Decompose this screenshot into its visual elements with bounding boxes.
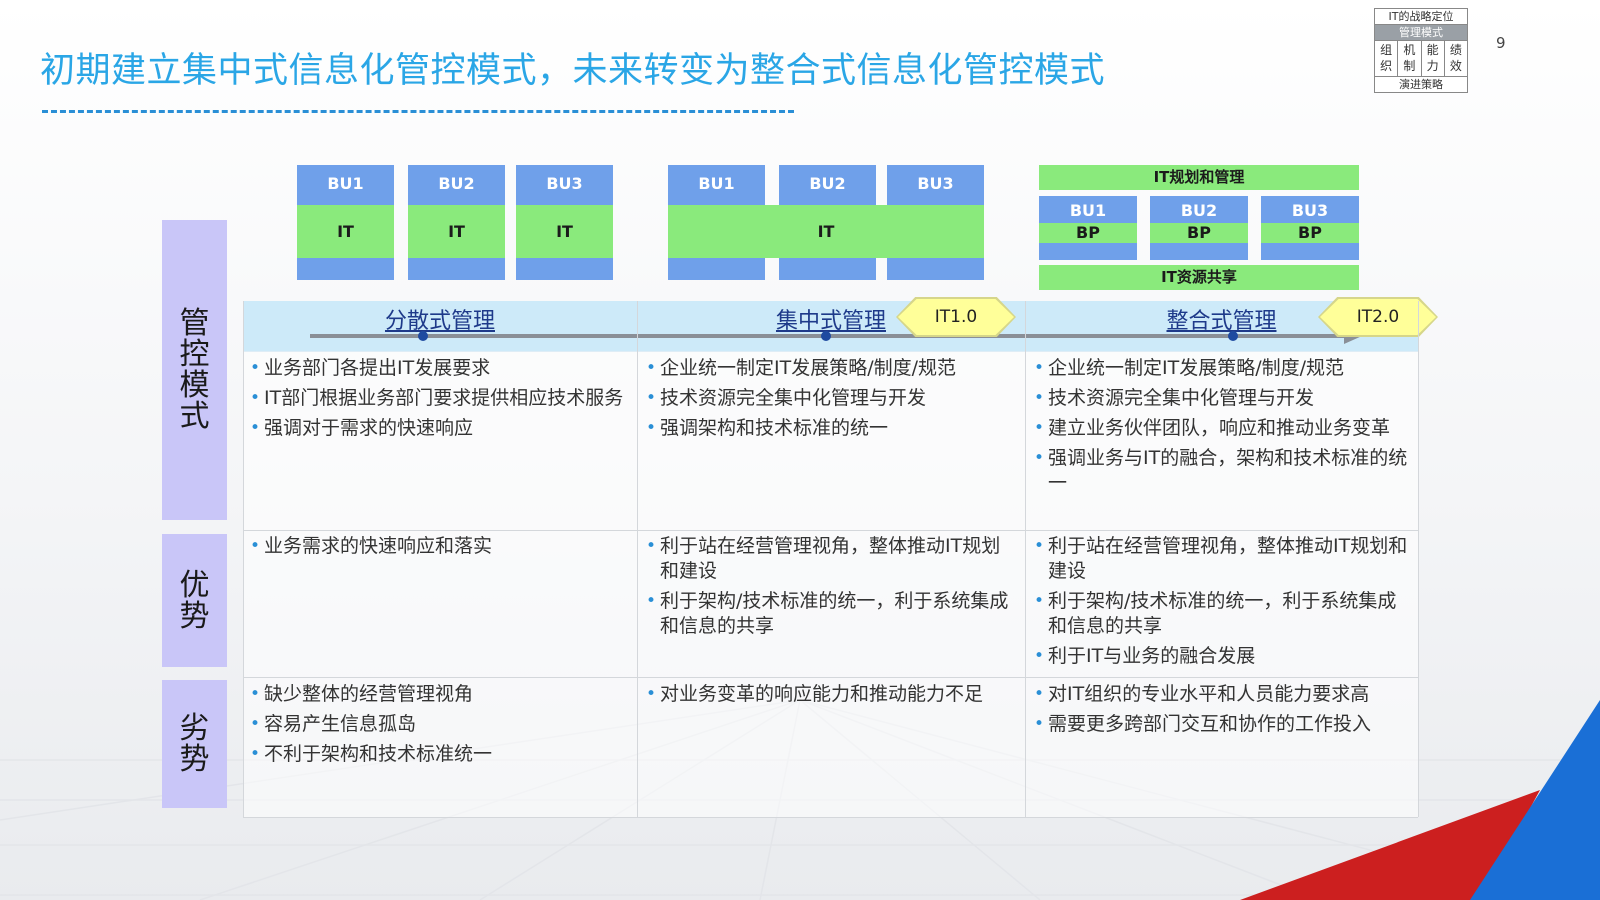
row-label-advantages: 优势 xyxy=(162,534,227,667)
it-resource-sharing-bar: IT资源共享 xyxy=(1039,265,1359,290)
list-item: 利于架构/技术标准的统一，利于系统集成和信息的共享 xyxy=(646,589,1016,639)
cell-disadvantage-centralized: 对业务变革的响应能力和推动能力不足 xyxy=(646,682,1016,712)
list-item: 需要更多跨部门交互和协作的工作投入 xyxy=(1034,712,1414,737)
integrated-bu1-block: BU1 BP xyxy=(1039,196,1137,260)
badge-it1: IT1.0 xyxy=(898,299,1014,335)
row-label-disadvantages: 劣势 xyxy=(162,680,227,808)
bu-label: BU2 xyxy=(438,174,475,193)
bu-label: BU3 xyxy=(917,174,954,193)
cell-disadvantage-integrated: 对IT组织的专业水平和人员能力要求高 需要更多跨部门交互和协作的工作投入 xyxy=(1034,682,1414,742)
list-item: 利于站在经营管理视角，整体推动IT规划和建设 xyxy=(646,534,1016,584)
list-item: 强调业务与IT的融合，架构和技术标准的统一 xyxy=(1034,446,1409,496)
cell-advantage-centralized: 利于站在经营管理视角，整体推动IT规划和建设 利于架构/技术标准的统一，利于系统… xyxy=(646,534,1016,644)
it-planning-bar: IT规划和管理 xyxy=(1039,165,1359,190)
timeline-dot xyxy=(418,331,428,341)
cell-disadvantage-distributed: 缺少整体的经营管理视角 容易产生信息孤岛 不利于架构和技术标准统一 xyxy=(250,682,625,772)
mini-nav-columns: 组织 机制 能力 绩效 xyxy=(1375,41,1467,77)
mini-nav-selected[interactable]: 管理模式 xyxy=(1375,25,1467,41)
mini-nav-col-capability[interactable]: 能力 xyxy=(1422,41,1445,76)
it-label: IT xyxy=(297,205,394,258)
list-item: IT部门根据业务部门要求提供相应技术服务 xyxy=(250,386,625,411)
mini-navigation[interactable]: IT的战略定位 管理模式 组织 机制 能力 绩效 演进策略 xyxy=(1374,8,1468,93)
blue-accent-shape xyxy=(1470,700,1600,900)
bp-label: BP xyxy=(1150,223,1248,243)
cell-control-distributed: 业务部门各提出IT发展要求 IT部门根据业务部门要求提供相应技术服务 强调对于需… xyxy=(250,356,625,446)
column-divider xyxy=(637,301,638,817)
bu-label: BU2 xyxy=(809,174,846,193)
bu-label: BU3 xyxy=(1291,201,1329,220)
list-item: 不利于架构和技术标准统一 xyxy=(250,742,625,767)
list-item: 容易产生信息孤岛 xyxy=(250,712,625,737)
cell-control-centralized: 企业统一制定IT发展策略/制度/规范 技术资源完全集中化管理与开发 强调架构和技… xyxy=(646,356,1016,446)
row-label-control-mode: 管控模式 xyxy=(162,220,227,520)
row-label-text: 劣势 xyxy=(179,711,210,777)
list-item: 缺少整体的经营管理视角 xyxy=(250,682,625,707)
bu-label: BU1 xyxy=(327,174,364,193)
row-label-text: 管控模式 xyxy=(179,306,210,434)
mini-nav-foot[interactable]: 演进策略 xyxy=(1399,78,1443,91)
column-divider xyxy=(243,301,244,817)
row-divider xyxy=(243,817,1418,818)
list-item: 强调架构和技术标准的统一 xyxy=(646,416,1016,441)
mini-nav-col-mechanism[interactable]: 机制 xyxy=(1398,41,1422,76)
distributed-bu1-block: BU1 IT xyxy=(297,165,394,280)
list-item: 建立业务伙伴团队，响应和推动业务变革 xyxy=(1034,416,1409,441)
cell-advantage-integrated: 利于站在经营管理视角，整体推动IT规划和建设 利于架构/技术标准的统一，利于系统… xyxy=(1034,534,1409,674)
timeline-dot xyxy=(1228,331,1238,341)
timeline-dot xyxy=(821,331,831,341)
it-label: IT xyxy=(408,205,505,258)
centralized-it-band: IT xyxy=(668,205,984,258)
mini-nav-head[interactable]: IT的战略定位 xyxy=(1375,9,1467,25)
page-number: 9 xyxy=(1496,34,1506,52)
column-divider xyxy=(1025,301,1026,817)
list-item: 技术资源完全集中化管理与开发 xyxy=(646,386,1016,411)
list-item: 对IT组织的专业水平和人员能力要求高 xyxy=(1034,682,1414,707)
column-header-distributed: 分散式管理 xyxy=(384,309,495,334)
mini-nav-col-performance[interactable]: 绩效 xyxy=(1449,43,1462,73)
row-divider xyxy=(243,677,1418,678)
list-item: 利于IT与业务的融合发展 xyxy=(1034,644,1409,669)
page-title: 初期建立集中式信息化管控模式，未来转变为整合式信息化管控模式 xyxy=(40,51,1106,91)
integrated-bu2-block: BU2 BP xyxy=(1150,196,1248,260)
column-divider xyxy=(1418,301,1419,817)
cell-advantage-distributed: 业务需求的快速响应和落实 xyxy=(250,534,625,564)
list-item: 技术资源完全集中化管理与开发 xyxy=(1034,386,1409,411)
cell-control-integrated: 企业统一制定IT发展策略/制度/规范 技术资源完全集中化管理与开发 建立业务伙伴… xyxy=(1034,356,1409,501)
badge-it2: IT2.0 xyxy=(1320,299,1436,335)
column-header-integrated: 整合式管理 xyxy=(1166,309,1277,334)
list-item: 业务部门各提出IT发展要求 xyxy=(250,356,625,381)
bu-label: BU1 xyxy=(698,174,735,193)
list-item: 强调对于需求的快速响应 xyxy=(250,416,625,441)
integrated-bu3-block: BU3 BP xyxy=(1261,196,1359,260)
row-label-text: 优势 xyxy=(179,567,210,634)
bp-label: BP xyxy=(1039,223,1137,243)
title-underline xyxy=(42,110,794,113)
column-header-band xyxy=(243,301,1418,352)
bu-label: BU1 xyxy=(1069,201,1107,220)
bu-label: BU3 xyxy=(546,174,583,193)
list-item: 对业务变革的响应能力和推动能力不足 xyxy=(646,682,1016,707)
mini-nav-col-org[interactable]: 组织 xyxy=(1375,41,1399,76)
list-item: 企业统一制定IT发展策略/制度/规范 xyxy=(1034,356,1409,381)
it-label: IT xyxy=(516,205,613,258)
column-header-centralized: 集中式管理 xyxy=(775,309,886,334)
distributed-bu3-block: BU3 IT xyxy=(516,165,613,280)
list-item: 利于站在经营管理视角，整体推动IT规划和建设 xyxy=(1034,534,1409,584)
list-item: 业务需求的快速响应和落实 xyxy=(250,534,625,559)
distributed-bu2-block: BU2 IT xyxy=(408,165,505,280)
row-divider xyxy=(243,530,1418,531)
red-accent-shape xyxy=(1240,790,1540,900)
bp-label: BP xyxy=(1261,223,1359,243)
list-item: 企业统一制定IT发展策略/制度/规范 xyxy=(646,356,1016,381)
bu-label: BU2 xyxy=(1180,201,1218,220)
list-item: 利于架构/技术标准的统一，利于系统集成和信息的共享 xyxy=(1034,589,1409,639)
